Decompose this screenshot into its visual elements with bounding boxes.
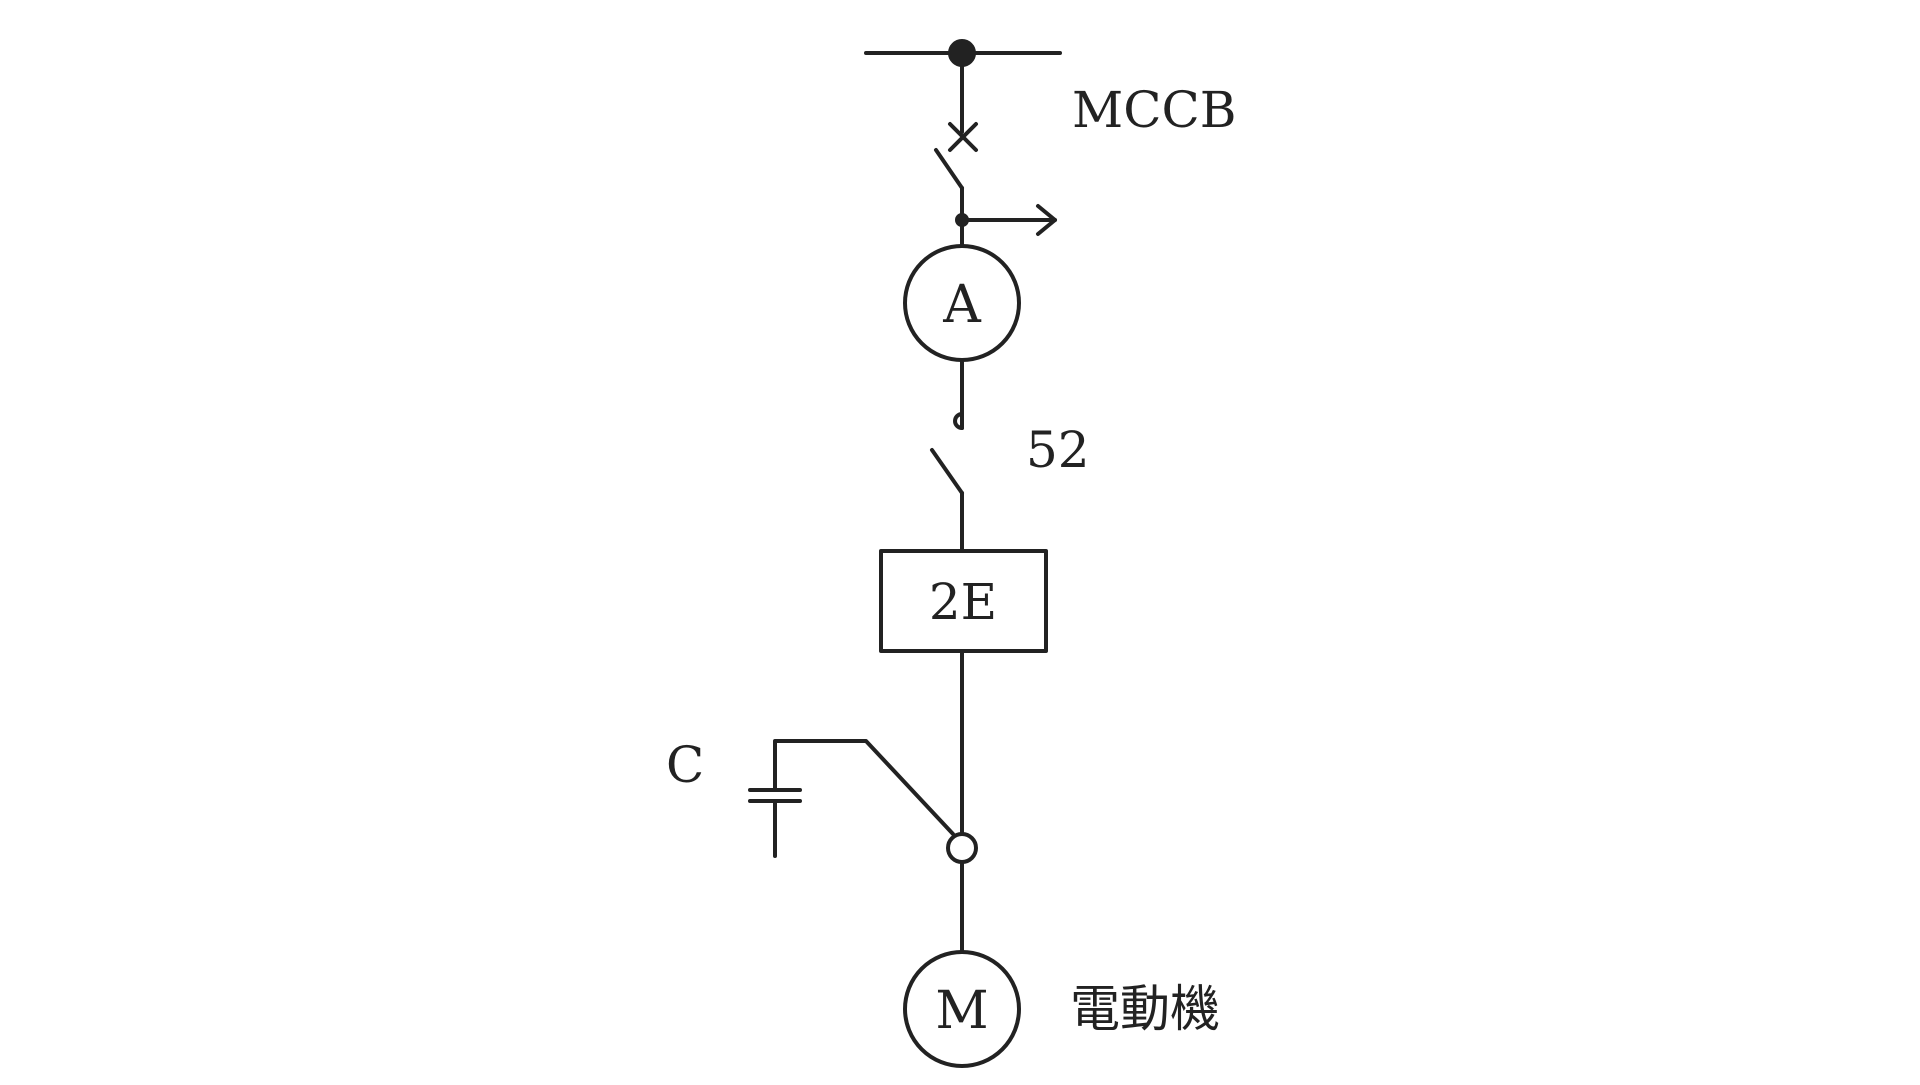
capacitor-branch-line: [773, 739, 955, 836]
breaker-52-blade: [930, 448, 964, 495]
breaker-52-hook: [953, 412, 964, 430]
motor-symbol-label: M: [935, 981, 988, 1041]
breaker-52-label: 52: [1026, 421, 1090, 479]
mccb-cross-b: [948, 122, 978, 152]
motor-name-label: 電動機: [1070, 980, 1220, 1038]
mccb-symbol: [934, 122, 978, 190]
branch-arrow-head: [1036, 204, 1057, 236]
ammeter-label: A: [942, 275, 982, 335]
mccb-label: MCCB: [1072, 81, 1236, 139]
motor-circle: [903, 950, 1021, 1068]
capacitor-label: C: [666, 736, 704, 794]
relay-2e-label: 2E: [929, 573, 997, 631]
capacitor-switch-junction: [946, 832, 978, 864]
mccb-blade: [934, 148, 964, 190]
